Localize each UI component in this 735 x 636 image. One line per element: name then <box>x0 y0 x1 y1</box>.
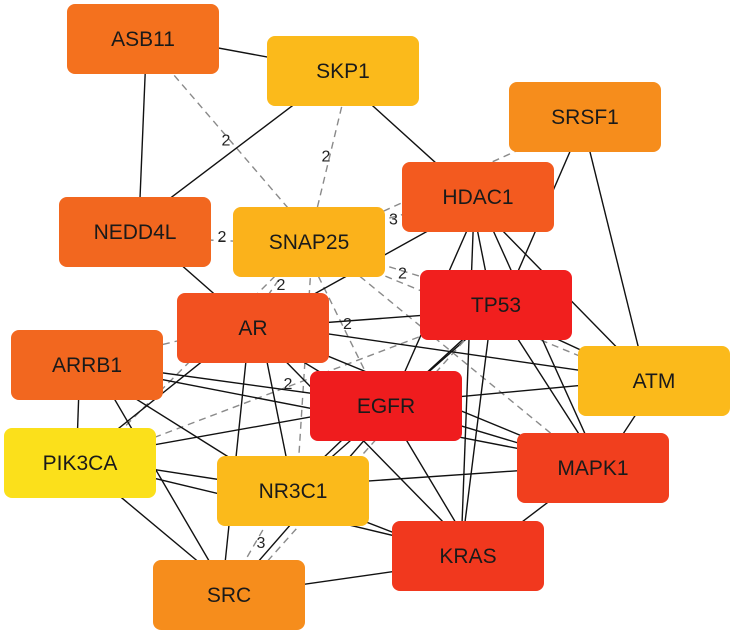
node-pik3ca[interactable]: PIK3CA <box>4 428 156 498</box>
edge-label-snap25-tp53: 2 <box>398 266 407 283</box>
node-label-pik3ca: PIK3CA <box>43 452 118 475</box>
node-label-src: SRC <box>207 584 251 607</box>
edge-label-snap25-egfr: 2 <box>343 316 352 333</box>
edge-label-snap25-hdac1: 3 <box>389 212 398 229</box>
node-box-mapk1[interactable] <box>517 433 669 503</box>
node-box-pik3ca[interactable] <box>4 428 156 498</box>
node-box-nedd4l[interactable] <box>59 197 211 267</box>
node-skp1[interactable]: SKP1 <box>267 36 419 106</box>
node-label-mapk1: MAPK1 <box>557 457 628 480</box>
edge-label-tp53-pik3ca: 2 <box>284 376 293 393</box>
node-box-kras[interactable] <box>392 521 544 591</box>
node-label-egfr: EGFR <box>357 395 415 418</box>
node-box-hdac1[interactable] <box>402 162 554 232</box>
edge-snap25-nr3c1 <box>295 242 314 492</box>
edge-asb11-snap25 <box>142 38 316 240</box>
node-box-src[interactable] <box>153 560 305 630</box>
edge-label-nedd4l-snap25: 2 <box>218 229 227 246</box>
node-box-atm[interactable] <box>578 346 730 416</box>
node-ar[interactable]: AR <box>177 293 329 363</box>
node-srsf1[interactable]: SRSF1 <box>509 82 661 152</box>
node-box-snap25[interactable] <box>233 207 385 277</box>
node-src[interactable]: SRC <box>153 560 305 630</box>
node-box-ar[interactable] <box>177 293 329 363</box>
edge-label-layer: 2 2 2 3 2 2 2 2 3 <box>218 133 408 553</box>
edge-label-asb11-snap25: 2 <box>222 133 231 150</box>
edge-label-snap25-ar: 2 <box>277 277 286 294</box>
node-box-tp53[interactable] <box>420 270 572 340</box>
node-nedd4l[interactable]: NEDD4L <box>59 197 211 267</box>
node-label-tp53: TP53 <box>471 294 521 317</box>
node-label-ar: AR <box>238 317 267 340</box>
edge-label-nr3c1-src: 3 <box>257 535 266 552</box>
node-label-snap25: SNAP25 <box>269 231 350 254</box>
edge-tp53-src <box>233 304 497 599</box>
node-label-skp1: SKP1 <box>316 60 370 83</box>
node-nr3c1[interactable]: NR3C1 <box>217 456 369 526</box>
node-label-arrb1: ARRB1 <box>52 354 122 377</box>
node-egfr[interactable]: EGFR <box>310 371 462 441</box>
node-snap25[interactable]: SNAP25 <box>233 207 385 277</box>
node-label-atm: ATM <box>633 370 676 393</box>
node-asb11[interactable]: ASB11 <box>67 4 219 74</box>
node-box-egfr[interactable] <box>310 371 462 441</box>
node-mapk1[interactable]: MAPK1 <box>517 433 669 503</box>
edge-label-skp1-snap25: 2 <box>322 149 331 166</box>
node-label-nr3c1: NR3C1 <box>259 480 328 503</box>
node-box-arrb1[interactable] <box>11 330 163 400</box>
node-label-kras: KRAS <box>439 545 496 568</box>
node-tp53[interactable]: TP53 <box>420 270 572 340</box>
edge-hdac1-kras <box>460 196 476 556</box>
node-box-asb11[interactable] <box>67 4 219 74</box>
node-label-nedd4l: NEDD4L <box>94 221 177 244</box>
node-hdac1[interactable]: HDAC1 <box>402 162 554 232</box>
node-box-srsf1[interactable] <box>509 82 661 152</box>
node-box-nr3c1[interactable] <box>217 456 369 526</box>
node-kras[interactable]: KRAS <box>392 521 544 591</box>
node-atm[interactable]: ATM <box>578 346 730 416</box>
node-arrb1[interactable]: ARRB1 <box>11 330 163 400</box>
node-label-srsf1: SRSF1 <box>551 106 619 129</box>
edge-snap25-tp53 <box>308 241 499 302</box>
edge-arrb1-src <box>92 362 230 596</box>
edge-srsf1-atm <box>580 117 648 383</box>
node-box-skp1[interactable] <box>267 36 419 106</box>
node-label-hdac1: HDAC1 <box>442 186 513 209</box>
node-label-asb11: ASB11 <box>111 28 175 51</box>
